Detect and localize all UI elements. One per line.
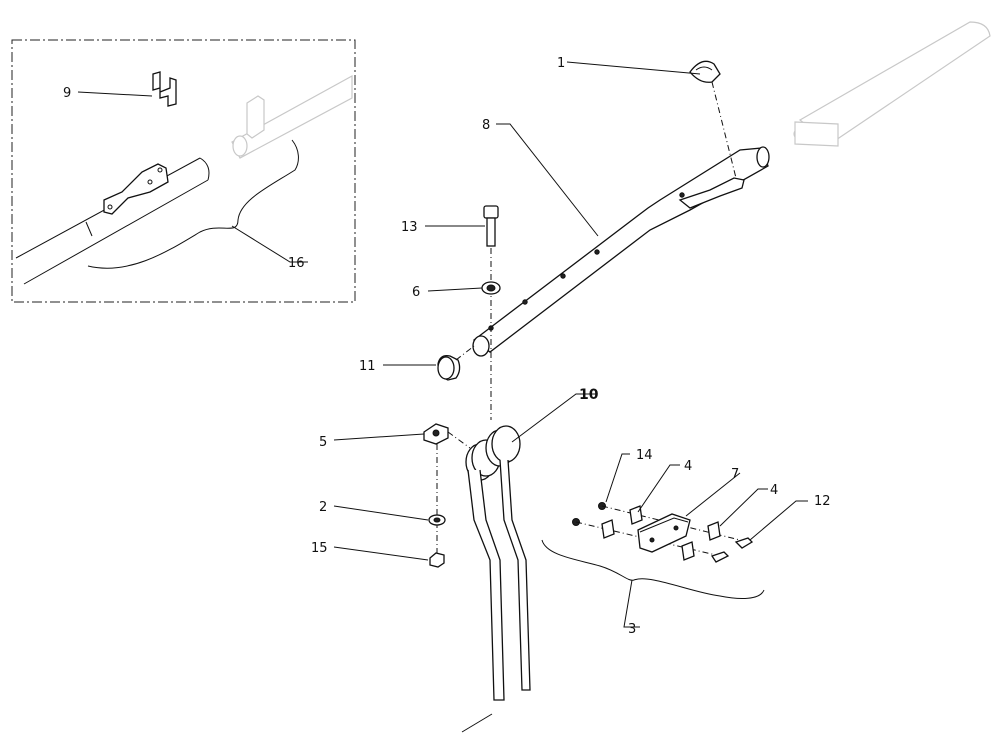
callout-14: 14 — [636, 448, 653, 463]
callout-4a: 4 — [684, 459, 692, 474]
callout-4b: 4 — [770, 483, 778, 498]
nut-part-15 — [429, 552, 445, 568]
callout-2: 2 — [319, 500, 327, 515]
cap-part-11 — [437, 355, 461, 381]
spring-tine-part-10 — [465, 425, 531, 701]
washer-part-2 — [428, 514, 446, 526]
callout-7: 7 — [731, 467, 739, 482]
detail-inset — [11, 39, 356, 303]
callout-13: 13 — [401, 220, 418, 235]
callout-12: 12 — [814, 494, 831, 509]
callout-6: 6 — [412, 285, 420, 300]
callout-1: 1 — [557, 56, 565, 71]
clamp-part-5 — [423, 423, 449, 445]
handle-bracket-part — [103, 163, 169, 215]
knob-part-1 — [689, 60, 721, 83]
bolt-part-13 — [483, 205, 499, 247]
callout-3: 3 — [628, 622, 636, 637]
leader-lines — [77, 61, 808, 733]
clamp-assembly-part-3 — [541, 502, 765, 599]
callout-11: 11 — [359, 359, 376, 374]
nut-part-6 — [481, 281, 501, 295]
callout-9: 9 — [63, 86, 71, 101]
callout-8: 8 — [482, 118, 490, 133]
callout-16: 16 — [288, 256, 305, 271]
clip-part-9 — [152, 71, 177, 107]
callout-labels: 1 8 9 16 13 6 11 10 5 2 15 14 4 7 4 12 3 — [63, 56, 831, 637]
callout-5: 5 — [319, 435, 327, 450]
callout-10: 10 — [579, 387, 599, 403]
ghost-tube — [793, 21, 991, 147]
handle-tube-part-8 — [472, 146, 770, 357]
callout-15: 15 — [311, 541, 328, 556]
